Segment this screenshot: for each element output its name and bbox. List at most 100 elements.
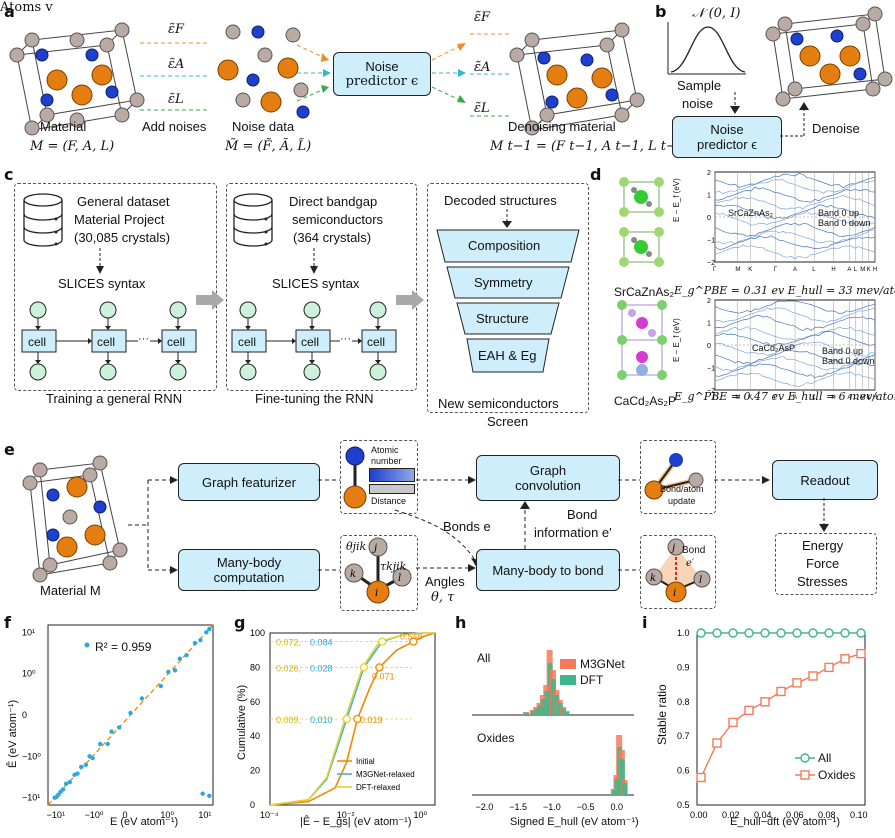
- bond-atom-update-line2: update: [668, 496, 696, 506]
- svg-text:i: i: [375, 588, 378, 599]
- kpoint-label: M: [860, 395, 865, 401]
- band-line: [714, 331, 876, 347]
- h-bar-dft: [544, 691, 550, 715]
- featurizer-inset: [340, 440, 418, 514]
- band2-legend-up: Band 0 up: [822, 346, 864, 356]
- g-ylabel: Cumulative (%): [236, 684, 248, 760]
- band-line: [714, 204, 876, 219]
- eps-a-out-label: ε̃A: [474, 60, 491, 75]
- g-annotation: 0.009,: [276, 715, 301, 725]
- crystal-structure-material: [9, 22, 145, 136]
- i-xtick: 0.00: [690, 810, 708, 820]
- database-icon: [23, 193, 63, 247]
- dots-2: ···: [340, 333, 351, 345]
- i-point-oxides: [808, 671, 818, 681]
- i-point-oxides: [712, 738, 722, 748]
- f-xtick: −10⁰: [85, 810, 104, 820]
- svg-text:l: l: [398, 573, 401, 584]
- training-box: [14, 183, 217, 391]
- sample-noise-line1: Sample: [677, 78, 722, 93]
- caption-finetune: Fine-tuning the RNN: [255, 391, 374, 406]
- graph-featurizer-box: Graph featurizer: [178, 463, 320, 501]
- kpoint-label: Γ: [774, 395, 778, 401]
- band-line: [714, 349, 876, 365]
- tau-label: τkjik: [380, 560, 407, 573]
- g-xlabel: |Ê − E_gs| (eV atom⁻¹): [300, 816, 412, 828]
- panel-letter-b: b: [655, 2, 667, 21]
- band-ytick: 0: [707, 343, 711, 350]
- i-point-oxides: [840, 654, 850, 664]
- h-bar-dft: [622, 783, 628, 795]
- i-point-all: [776, 628, 786, 638]
- f-point: [67, 779, 72, 785]
- f-xtick: 10⁰: [160, 810, 174, 820]
- noise-data-label: Noise data: [232, 119, 295, 134]
- e-connectors-1: [318, 479, 340, 571]
- band-line: [714, 300, 876, 314]
- band-line: [714, 326, 876, 341]
- i-ytick: 0.6: [677, 766, 690, 776]
- dataset-to-slices-arrows: [96, 248, 318, 274]
- i-point-oxides: [728, 717, 738, 728]
- cell-label-4: cell: [238, 335, 257, 349]
- kpoint-label: H: [831, 395, 835, 401]
- band-line: [714, 355, 876, 371]
- i-ytick: 0.8: [677, 697, 690, 707]
- band-line: [714, 244, 876, 260]
- band-line: [714, 179, 876, 195]
- kpoint-label: K: [748, 267, 752, 273]
- general-dataset-line1: General dataset: [77, 194, 170, 209]
- i-series-line: [700, 652, 862, 778]
- f-point: [139, 696, 145, 701]
- i-ytick: 0.9: [677, 662, 690, 672]
- predictor-b-line1: Noise: [710, 122, 744, 137]
- kpoint-label: Γ: [774, 267, 778, 273]
- i-point-all: [712, 628, 722, 638]
- band-line: [714, 211, 876, 227]
- slices-syntax-2: SLICES syntax: [272, 276, 360, 291]
- dots-1: ···: [138, 333, 149, 345]
- f-point: [109, 729, 114, 734]
- f-point: [177, 656, 183, 661]
- kpoint-label: K: [867, 395, 871, 401]
- h-xtick: −1.0: [543, 802, 561, 812]
- i-legend-marker-oxides: [800, 770, 810, 780]
- i-xtick: 0.08: [818, 810, 836, 820]
- i-xtick: 0.02: [722, 810, 740, 820]
- normal-distribution-label: 𝒩 (0, I): [692, 6, 741, 21]
- kpoint-label: M: [735, 267, 740, 273]
- graph-conv-line2: convolution: [515, 478, 581, 493]
- g-ytick: 40: [250, 731, 260, 741]
- f-point: [63, 781, 69, 786]
- f-legend-dot: [84, 642, 90, 648]
- kpoint-label: Γ: [713, 267, 717, 273]
- g-annotation: 0.548: [400, 632, 423, 642]
- graph-featurizer-label: Graph featurizer: [202, 474, 296, 490]
- band1-ylabel: E − E_f (eV): [672, 178, 681, 222]
- funnel-symmetry: Symmetry: [474, 275, 533, 290]
- g-marker: [359, 663, 369, 672]
- direct-bandgap-line1: Direct bandgap: [289, 194, 378, 209]
- band-ytick: −2: [707, 260, 715, 267]
- band-ytick: 2: [707, 298, 711, 305]
- direct-bandgap-line3: (364 crystals): [293, 230, 372, 245]
- g-xtick: 10⁻²: [337, 810, 355, 820]
- f-point: [207, 793, 212, 799]
- many-body-bond-icon: j k l i: [645, 538, 711, 603]
- noise-predictor-box-a: Noise predictor ϵ: [333, 52, 431, 96]
- svg-text:j: j: [670, 543, 675, 554]
- h-sub-oxides: Oxides: [477, 731, 515, 745]
- denoise-arrow: [780, 102, 809, 137]
- f-point: [78, 764, 84, 770]
- h-xtick: −2.0: [476, 802, 494, 812]
- band-line: [714, 314, 876, 331]
- eps-f-out-label: ε̃F: [474, 10, 490, 25]
- f-annotation: R² = 0.959: [95, 640, 152, 654]
- kpoint-label: A: [793, 267, 797, 273]
- f-point: [172, 668, 178, 673]
- many-body-bond-label: Many-body to bond: [492, 562, 604, 578]
- h-xtick: −0.5: [577, 802, 595, 812]
